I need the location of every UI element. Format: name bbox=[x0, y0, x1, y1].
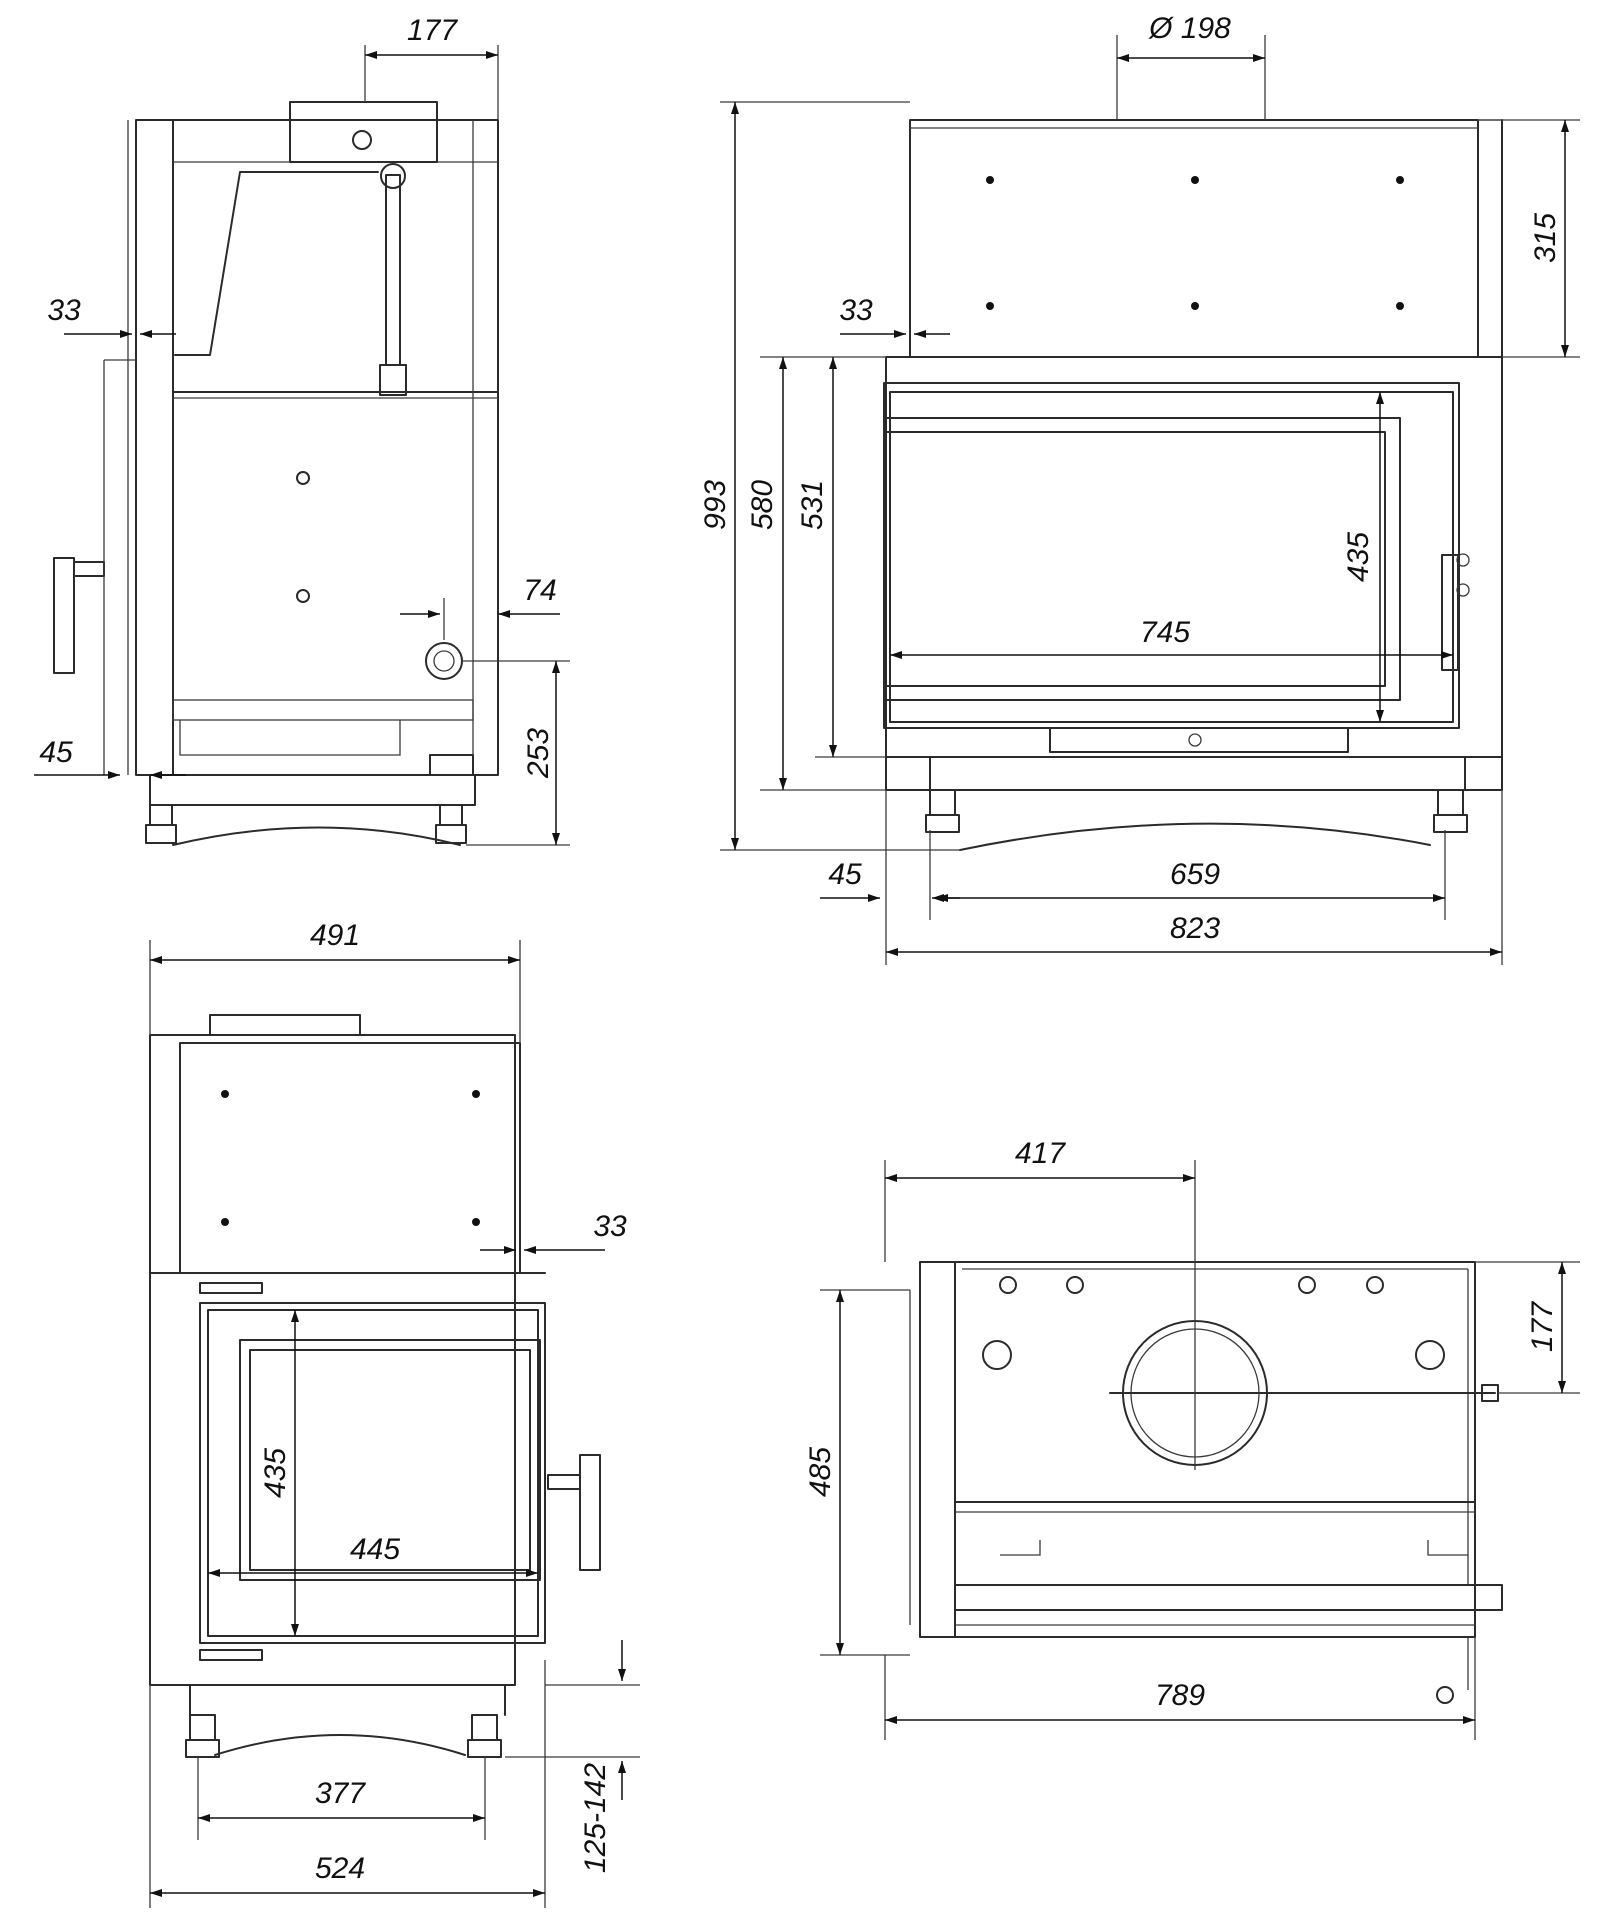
top-body bbox=[954, 1261, 1476, 1638]
side-front-panel bbox=[135, 119, 174, 776]
label-side-wall-33: 33 bbox=[47, 294, 81, 327]
side2-foot-right bbox=[471, 1714, 498, 1741]
side-base bbox=[149, 774, 476, 806]
label-side2-width-491: 491 bbox=[310, 919, 360, 952]
front-foot-left bbox=[929, 789, 956, 816]
label-top-flue-177: 177 bbox=[1526, 1301, 1559, 1352]
side-body bbox=[172, 119, 499, 776]
side2-upper-panel bbox=[179, 1042, 521, 1274]
side2-flue-stub bbox=[209, 1014, 361, 1036]
side2-body bbox=[149, 1034, 516, 1686]
front-firebox bbox=[885, 356, 1503, 758]
side-foot-left bbox=[149, 804, 173, 826]
side-base-curve bbox=[172, 826, 461, 846]
side2-door bbox=[199, 1302, 546, 1644]
label-front-glass-745: 745 bbox=[1140, 616, 1190, 649]
label-side-top-width: 177 bbox=[407, 14, 458, 47]
label-front-height-531: 531 bbox=[796, 480, 829, 530]
side2-glass bbox=[239, 1339, 541, 1581]
label-top-width-789: 789 bbox=[1155, 1679, 1205, 1712]
label-top-depth-485: 485 bbox=[804, 1447, 837, 1497]
label-front-height-580: 580 bbox=[746, 480, 779, 530]
side-hole-2 bbox=[296, 589, 310, 603]
label-front-wall-33: 33 bbox=[839, 294, 873, 327]
label-top-flue-417: 417 bbox=[1015, 1137, 1066, 1170]
side2-handle bbox=[579, 1454, 601, 1571]
front-hinge bbox=[1441, 554, 1459, 671]
label-front-top-315: 315 bbox=[1529, 213, 1562, 263]
top-front-frame bbox=[919, 1261, 956, 1638]
front-foot-right bbox=[1437, 789, 1464, 816]
top-view: 417 177 485 789 bbox=[804, 1137, 1580, 1740]
side-view: 177 33 74 253 45 bbox=[34, 14, 570, 846]
side-view-2: 491 33 435 445 377 524 125-142 bbox=[149, 919, 640, 1908]
side2-base-curve bbox=[214, 1734, 466, 1756]
front-glass bbox=[885, 417, 1401, 701]
side2-foot-left bbox=[189, 1714, 216, 1741]
side-foot-right bbox=[439, 804, 463, 826]
side-handle bbox=[53, 557, 75, 674]
side-flue-box bbox=[289, 101, 438, 163]
label-front-glass-435: 435 bbox=[1342, 532, 1375, 582]
label-side2-glass-435: 435 bbox=[259, 1448, 292, 1498]
front-view: Ø 198 315 33 993 580 531 435 745 45 659 bbox=[699, 12, 1580, 965]
label-side2-leg-range: 125-142 bbox=[579, 1763, 612, 1873]
label-front-flue: Ø 198 bbox=[1148, 12, 1231, 45]
label-side2-width-524: 524 bbox=[315, 1852, 365, 1885]
label-side-pipe-74: 74 bbox=[523, 574, 556, 607]
side-damper-rod bbox=[385, 174, 401, 366]
label-front-height-993: 993 bbox=[699, 480, 732, 530]
label-side-height-253: 253 bbox=[522, 728, 555, 779]
label-side2-feet-377: 377 bbox=[315, 1777, 366, 1810]
label-front-foot-45: 45 bbox=[828, 858, 862, 891]
label-front-width-823: 823 bbox=[1170, 912, 1220, 945]
label-side2-glass-445: 445 bbox=[350, 1533, 400, 1566]
label-side2-wall-33: 33 bbox=[593, 1210, 627, 1243]
side-hole-1 bbox=[296, 471, 310, 485]
label-front-feet-659: 659 bbox=[1170, 858, 1220, 891]
side-pipe-icon bbox=[425, 642, 463, 680]
label-side-foot-45: 45 bbox=[39, 736, 73, 769]
front-base-curve bbox=[959, 822, 1431, 851]
side-baffle bbox=[174, 171, 379, 356]
front-upper-panel bbox=[909, 119, 1479, 358]
front-ash-grille bbox=[1049, 727, 1349, 753]
